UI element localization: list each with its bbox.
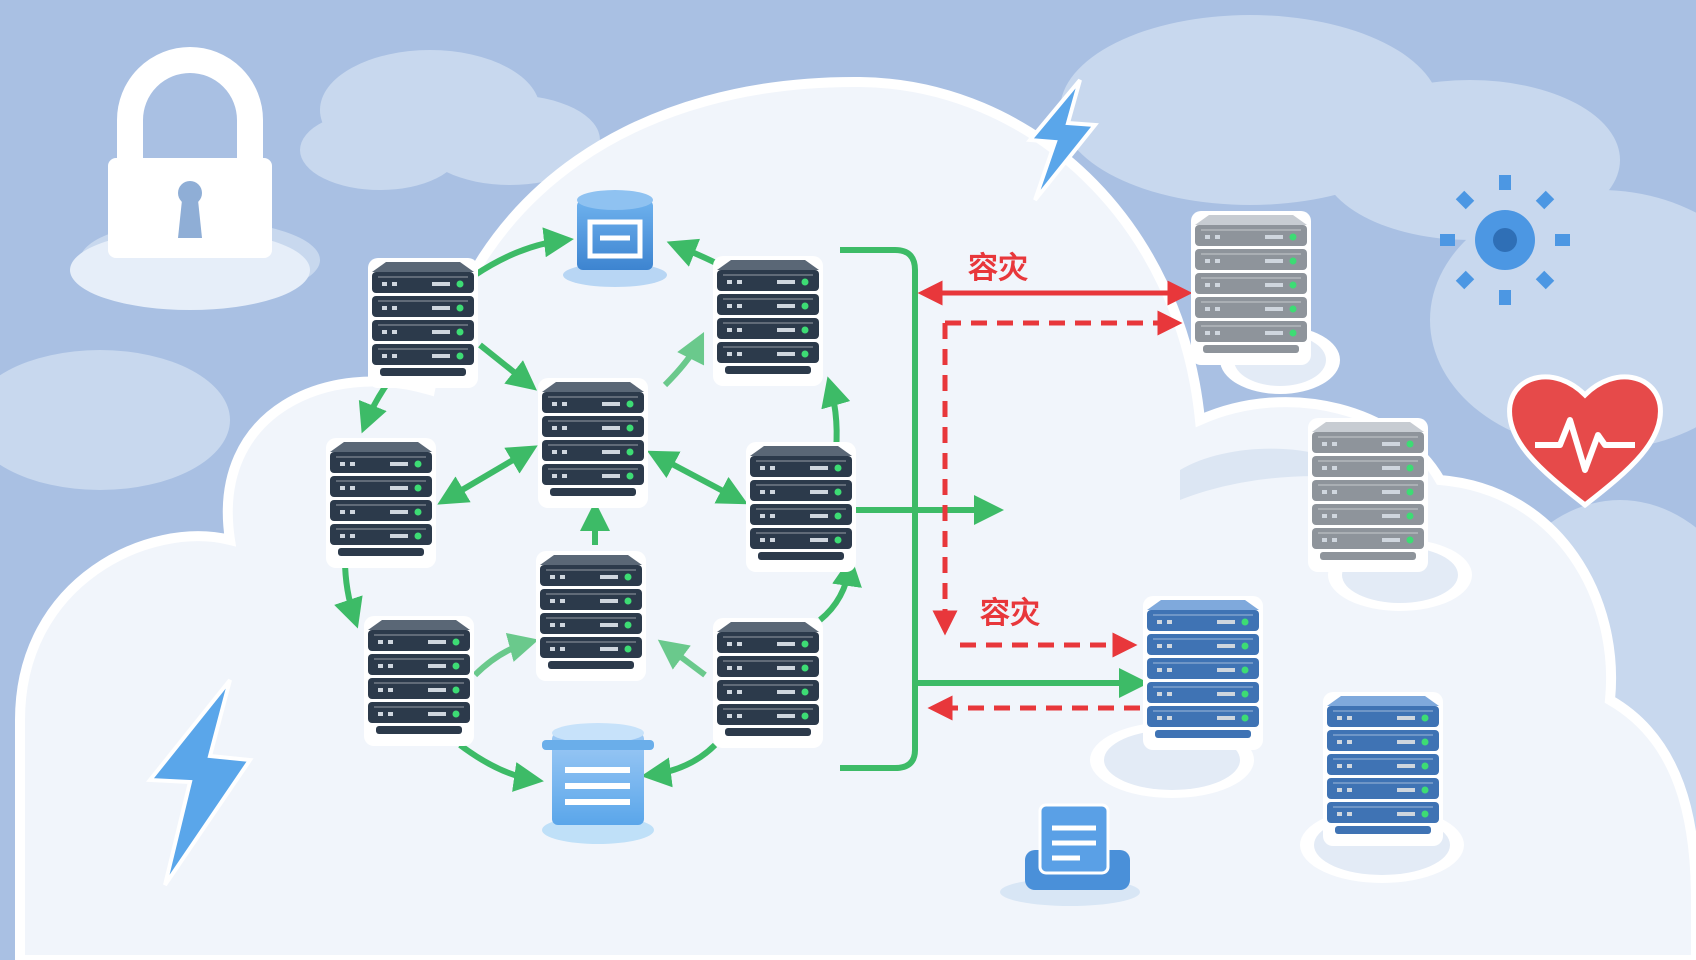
server-rack bbox=[364, 616, 474, 746]
database-icon bbox=[563, 190, 667, 287]
database-icon bbox=[542, 723, 654, 844]
disaster-recovery-links bbox=[917, 280, 1193, 721]
server-rack bbox=[536, 551, 646, 681]
server-rack bbox=[368, 258, 478, 388]
document-icon bbox=[1000, 803, 1140, 906]
links-bracket bbox=[840, 247, 1149, 771]
gear-icon bbox=[1440, 175, 1570, 305]
lightning-icon bbox=[145, 678, 254, 887]
standby-server-blue bbox=[1143, 596, 1263, 750]
lock-icon bbox=[70, 47, 310, 310]
server-rack bbox=[713, 256, 823, 386]
server-rack bbox=[326, 438, 436, 568]
dr-label-bottom: 容灾 bbox=[980, 596, 1040, 631]
dr-label-top: 容灾 bbox=[968, 251, 1028, 286]
server-rack bbox=[538, 378, 648, 508]
backup-server-gray bbox=[1191, 211, 1311, 365]
server-rack bbox=[746, 442, 856, 572]
replication-links bbox=[334, 227, 862, 792]
lightning-icon bbox=[1025, 78, 1099, 202]
backup-server-gray bbox=[1308, 418, 1428, 572]
standby-server-blue bbox=[1323, 692, 1443, 846]
server-rack bbox=[713, 618, 823, 748]
heart-pulse-icon bbox=[1507, 374, 1663, 509]
